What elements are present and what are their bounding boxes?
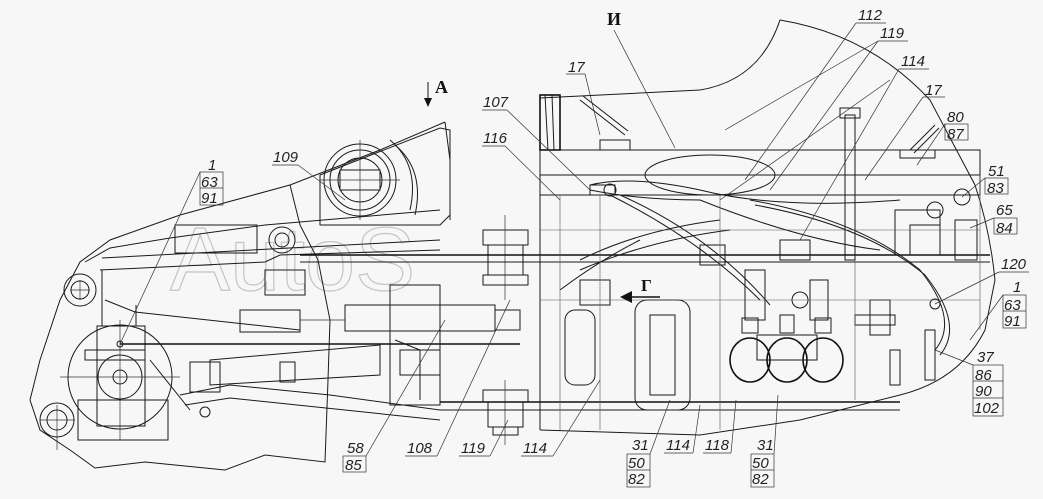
- callout-text: 65: [996, 202, 1013, 219]
- callout-text: 83: [987, 180, 1004, 197]
- callout-text: 90: [975, 383, 992, 400]
- callout-text: 85: [345, 457, 362, 474]
- callout-109: 109: [272, 149, 346, 201]
- callout-text: 82: [628, 471, 645, 488]
- callout-text: 109: [273, 149, 299, 166]
- callout-text: 80: [947, 109, 964, 126]
- callout-17-left: 17: [566, 59, 601, 136]
- callout-108: 108: [405, 299, 511, 457]
- callout-text: 1: [208, 157, 216, 174]
- callout-text: 31: [757, 437, 774, 454]
- callout-text: 82: [752, 471, 769, 488]
- view-a-label: А: [435, 77, 448, 97]
- callout-text: 84: [996, 220, 1013, 237]
- callout-text: 112: [858, 7, 883, 24]
- view-marker-a: А: [424, 77, 448, 107]
- watermark-text: AutoS: [170, 210, 415, 310]
- callout-1-63-91-left: 1 63 91: [119, 157, 224, 345]
- callout-text: 119: [880, 25, 905, 42]
- callout-text: 63: [201, 174, 218, 191]
- watermark: AutoS: [169, 209, 415, 310]
- callout-text: 120: [1001, 256, 1027, 273]
- callout-31-50-82-left: 31 50 82: [626, 399, 671, 488]
- callout-text: 17: [568, 59, 585, 76]
- callout-text: 114: [901, 53, 925, 70]
- callout-text: 50: [752, 455, 769, 472]
- view-marker-i: И: [607, 9, 676, 149]
- callout-text: 1: [1013, 279, 1021, 296]
- view-i-label: И: [607, 9, 621, 29]
- callout-51-83: 51 83: [961, 163, 1009, 198]
- left-mechanism: [39, 127, 521, 450]
- callout-114-top: 114: [719, 53, 929, 241]
- callout-text: 58: [347, 440, 364, 457]
- callout-text: 86: [975, 367, 992, 384]
- callout-text: 91: [1004, 313, 1021, 330]
- callout-text: 37: [977, 349, 994, 366]
- callout-text: 114: [523, 440, 547, 457]
- callout-17-right: 17: [864, 82, 945, 181]
- callout-text: 63: [1004, 297, 1021, 314]
- callout-text: 31: [632, 437, 649, 454]
- callout-text: 17: [925, 82, 942, 99]
- callout-114-bottom-left: 114: [521, 379, 601, 457]
- callout-text: 51: [988, 163, 1005, 180]
- callout-80-87: 80 87: [916, 109, 969, 166]
- callout-112: 112: [744, 7, 886, 181]
- callout-31-50-82-right: 31 50 82: [750, 394, 779, 488]
- callout-119-top: 119: [724, 25, 908, 191]
- callout-37-86-90-102: 37 86 90 102: [934, 349, 1004, 417]
- callout-119-bottom: 119: [459, 419, 509, 457]
- callout-107: 107: [482, 94, 591, 191]
- callout-text: 108: [407, 440, 433, 457]
- callout-text: 116: [483, 130, 508, 147]
- callout-text: 87: [947, 126, 964, 143]
- view-g-label: Г: [641, 276, 652, 295]
- callout-text: 102: [974, 400, 1000, 417]
- callout-118: 118: [703, 399, 737, 454]
- callout-120: 120: [934, 256, 1029, 305]
- callout-116: 116: [482, 130, 561, 201]
- view-marker-g: Г: [620, 276, 660, 303]
- right-mechanism: [539, 95, 981, 430]
- callout-1-63-91-right: 1 63 91: [969, 279, 1027, 341]
- callout-text: 50: [628, 455, 645, 472]
- callout-text: 118: [705, 437, 730, 454]
- callout-114-bottom-right: 114: [664, 404, 701, 454]
- callout-text: 114: [666, 437, 690, 454]
- callout-text: 119: [461, 440, 486, 457]
- callout-text: 91: [201, 190, 218, 207]
- callout-text: 107: [483, 94, 509, 111]
- callout-58-85: 58 85: [342, 319, 446, 474]
- callout-65-84: 65 84: [969, 202, 1018, 237]
